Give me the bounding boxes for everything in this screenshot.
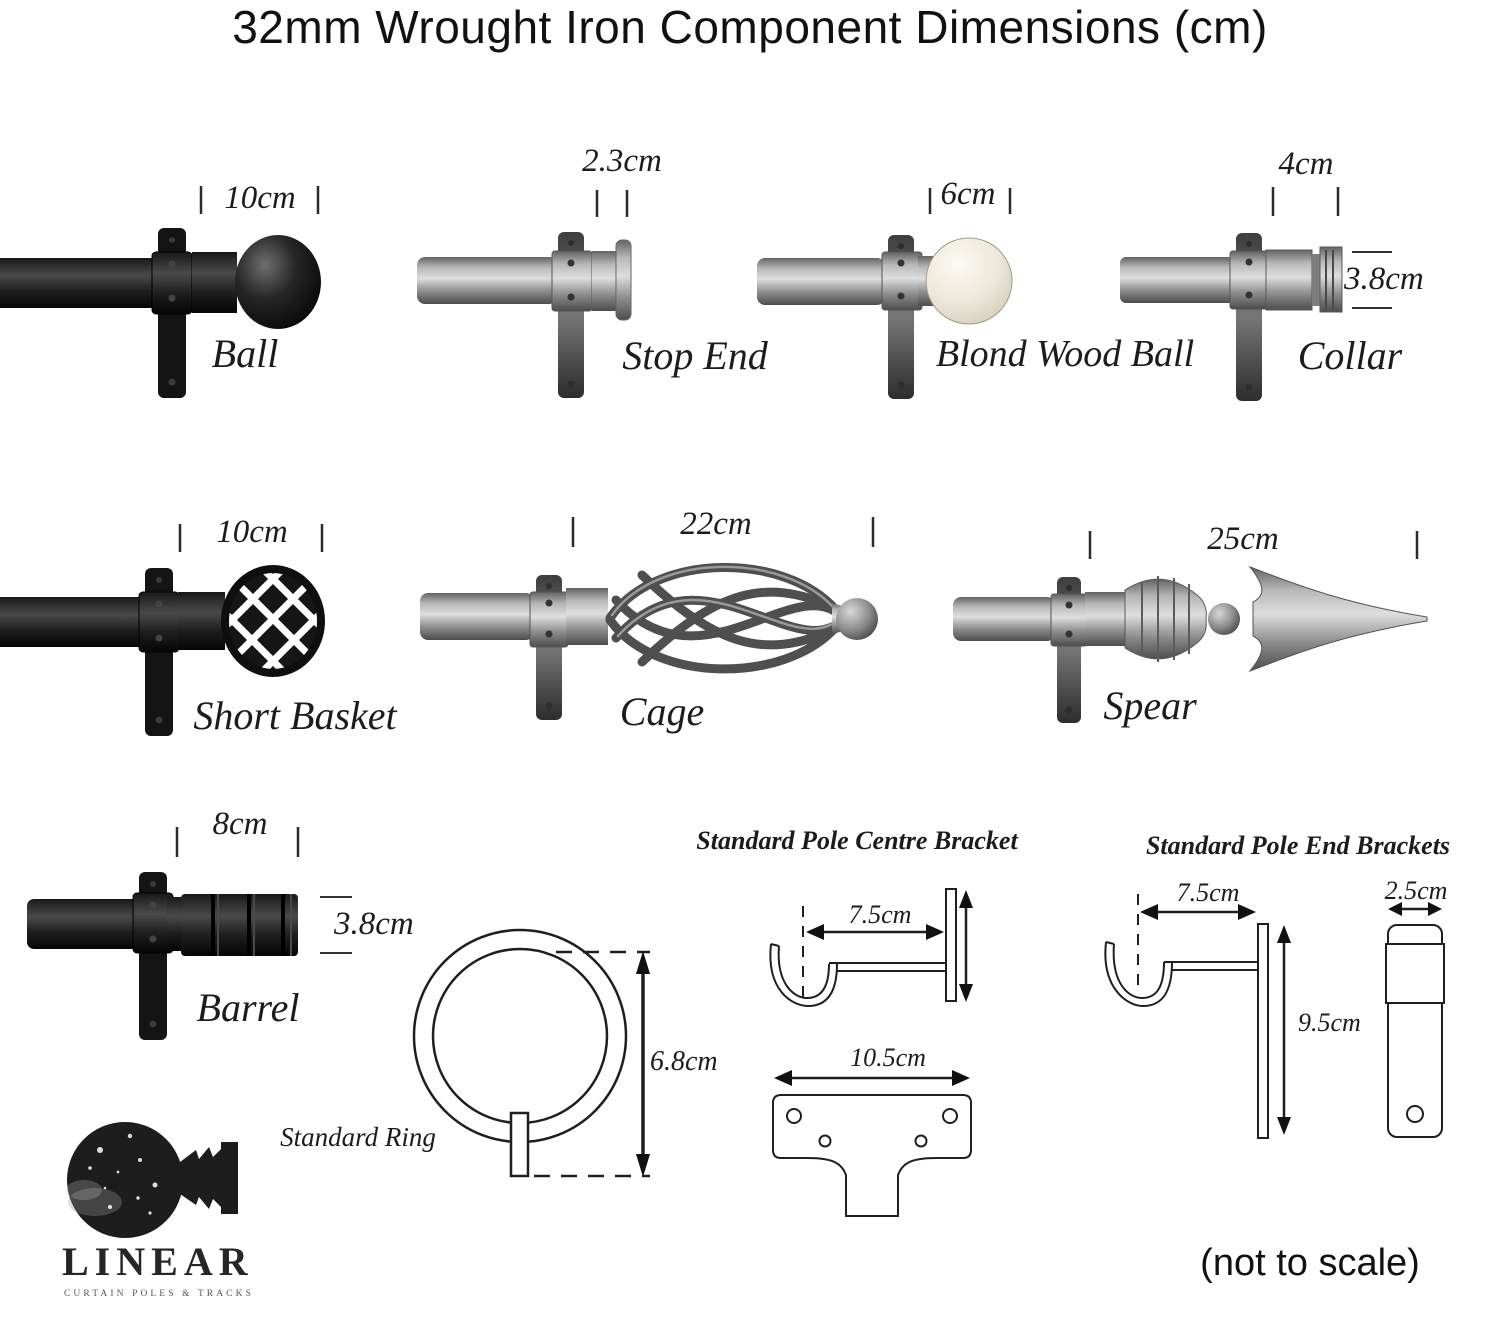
end-brackets-height-dimension: 9.5cm: [1298, 1008, 1361, 1037]
collar-height-dimension: 3.8cm: [1344, 261, 1424, 297]
linear-logo-mark: [66, 1122, 238, 1238]
blond-wood-ball-label: Blond Wood Ball: [935, 333, 1195, 375]
stop-end-width-dimension: 2.3cm: [582, 143, 662, 179]
page-title: 32mm Wrought Iron Component Dimensions (…: [232, 1, 1268, 53]
end-brackets-title: Standard Pole End Brackets: [1145, 831, 1451, 860]
collar-label: Collar: [1297, 333, 1403, 378]
barrel-label: Barrel: [196, 985, 300, 1030]
barrel-finial-image: [27, 827, 352, 1040]
cage-width-dimension: 22cm: [680, 506, 752, 542]
blond-wood-ball-finial-image: [757, 188, 1013, 399]
blond-wood-ball-width-dimension: 6cm: [940, 176, 996, 212]
collar-finial-image: [1120, 187, 1392, 401]
logo-finial-profile: [180, 1142, 238, 1214]
end-brackets-drawing: [1104, 894, 1445, 1139]
short-basket-width-dimension: 10cm: [216, 514, 288, 550]
logo-tagline: CURTAIN POLES & TRACKS: [64, 1289, 254, 1299]
ball-finial-image: [0, 186, 321, 398]
not-to-scale-note: (not to scale): [1200, 1242, 1420, 1284]
barrel-height-dimension: 3.8cm: [334, 906, 414, 942]
centre-bracket-plate-drawing: [772, 1070, 972, 1217]
spear-finial-image: [953, 531, 1428, 723]
ball-width-dimension: 10cm: [224, 180, 296, 216]
end-brackets-width-dimension: 2.5cm: [1384, 876, 1448, 905]
standard-ring-label: Standard Ring: [280, 1122, 436, 1152]
centre-bracket-plate-width-dimension: 10.5cm: [850, 1043, 926, 1072]
stop-end-label: Stop End: [622, 333, 768, 378]
spear-label: Spear: [1103, 683, 1197, 728]
standard-ring-height-dimension: 6.8cm: [650, 1046, 718, 1077]
cage-label: Cage: [619, 689, 705, 734]
collar-width-dimension: 4cm: [1278, 146, 1334, 182]
logo-wordmark: LINEAR: [62, 1239, 254, 1284]
barrel-width-dimension: 8cm: [212, 806, 268, 842]
stop-end-finial-image: [417, 190, 632, 398]
centre-bracket-title: Standard Pole Centre Bracket: [696, 826, 1018, 855]
centre-bracket-projection-dimension: 7.5cm: [848, 900, 912, 929]
end-brackets-projection-dimension: 7.5cm: [1176, 878, 1240, 907]
cage-finial-image: [420, 517, 878, 720]
ball-label: Ball: [211, 331, 279, 376]
spear-width-dimension: 25cm: [1207, 521, 1279, 557]
standard-ring-drawing: [412, 928, 650, 1178]
centre-bracket-drawing: [769, 888, 973, 1008]
short-basket-label: Short Basket: [193, 693, 397, 738]
